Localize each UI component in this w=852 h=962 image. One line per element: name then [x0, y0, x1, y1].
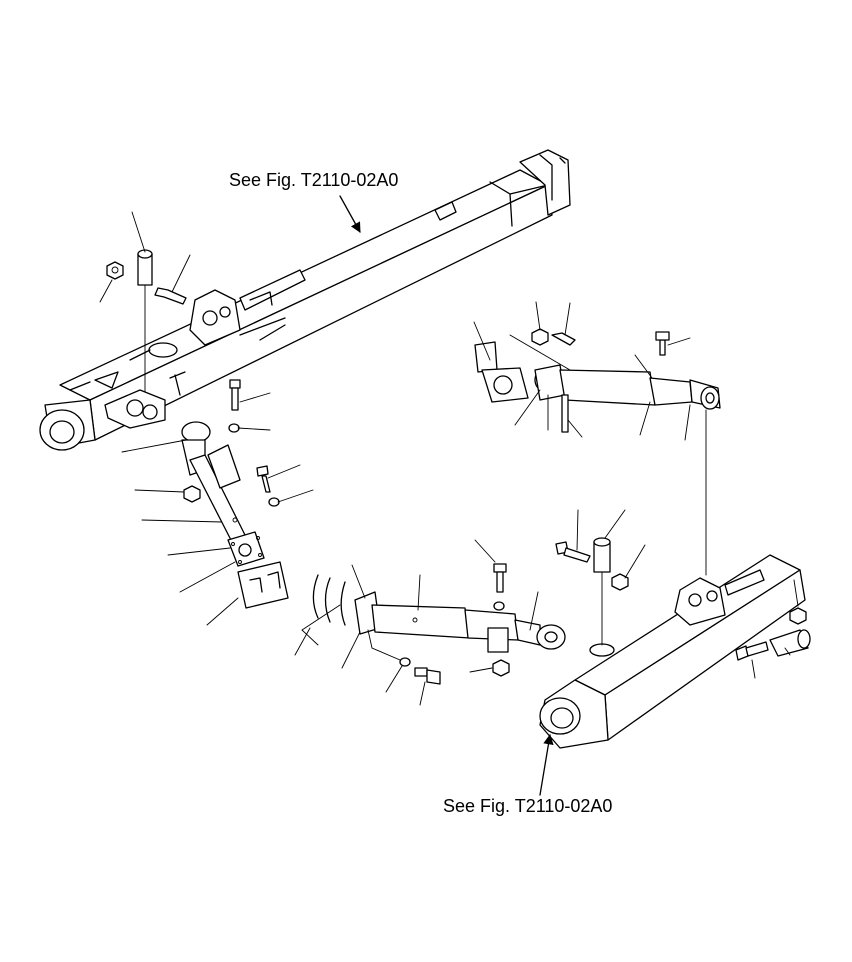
- nut-left-1: [183, 485, 201, 503]
- lower-link-rod: [354, 591, 566, 653]
- nut-top: [106, 261, 124, 280]
- leader-lines: [99, 195, 799, 796]
- pin-lower-2: [769, 629, 811, 657]
- bolt-mid-top: [493, 563, 507, 593]
- pin-lower: [593, 537, 611, 646]
- bolt-left-2: [256, 465, 271, 493]
- washer-mid-low: [399, 657, 411, 667]
- bolt-right-top: [551, 332, 576, 346]
- nut-lower-2: [789, 607, 807, 625]
- upper-boom-arm: [39, 149, 571, 451]
- nut-mid: [492, 659, 510, 677]
- right-cylinder: [474, 331, 721, 433]
- reference-label-top: See Fig. T2110-02A0: [229, 170, 399, 190]
- washer-mid: [493, 601, 505, 611]
- nut-lower-1: [611, 573, 629, 591]
- washer-left-1: [228, 423, 240, 433]
- lower-boom-arm: [539, 554, 806, 749]
- bolt-left-mid: [229, 379, 241, 411]
- left-link-rod: [181, 421, 289, 609]
- bolt-mid-low: [414, 667, 441, 685]
- snap-rings: [301, 574, 346, 646]
- reference-label-bottom: See Fig. T2110-02A0: [443, 796, 613, 816]
- washer-left-2: [268, 497, 280, 507]
- bolt-lower-2: [735, 641, 769, 661]
- bolt-lower-1: [555, 541, 591, 563]
- pin-top: [137, 249, 153, 393]
- nut-right-top: [531, 328, 549, 346]
- bolt-top: [154, 287, 187, 305]
